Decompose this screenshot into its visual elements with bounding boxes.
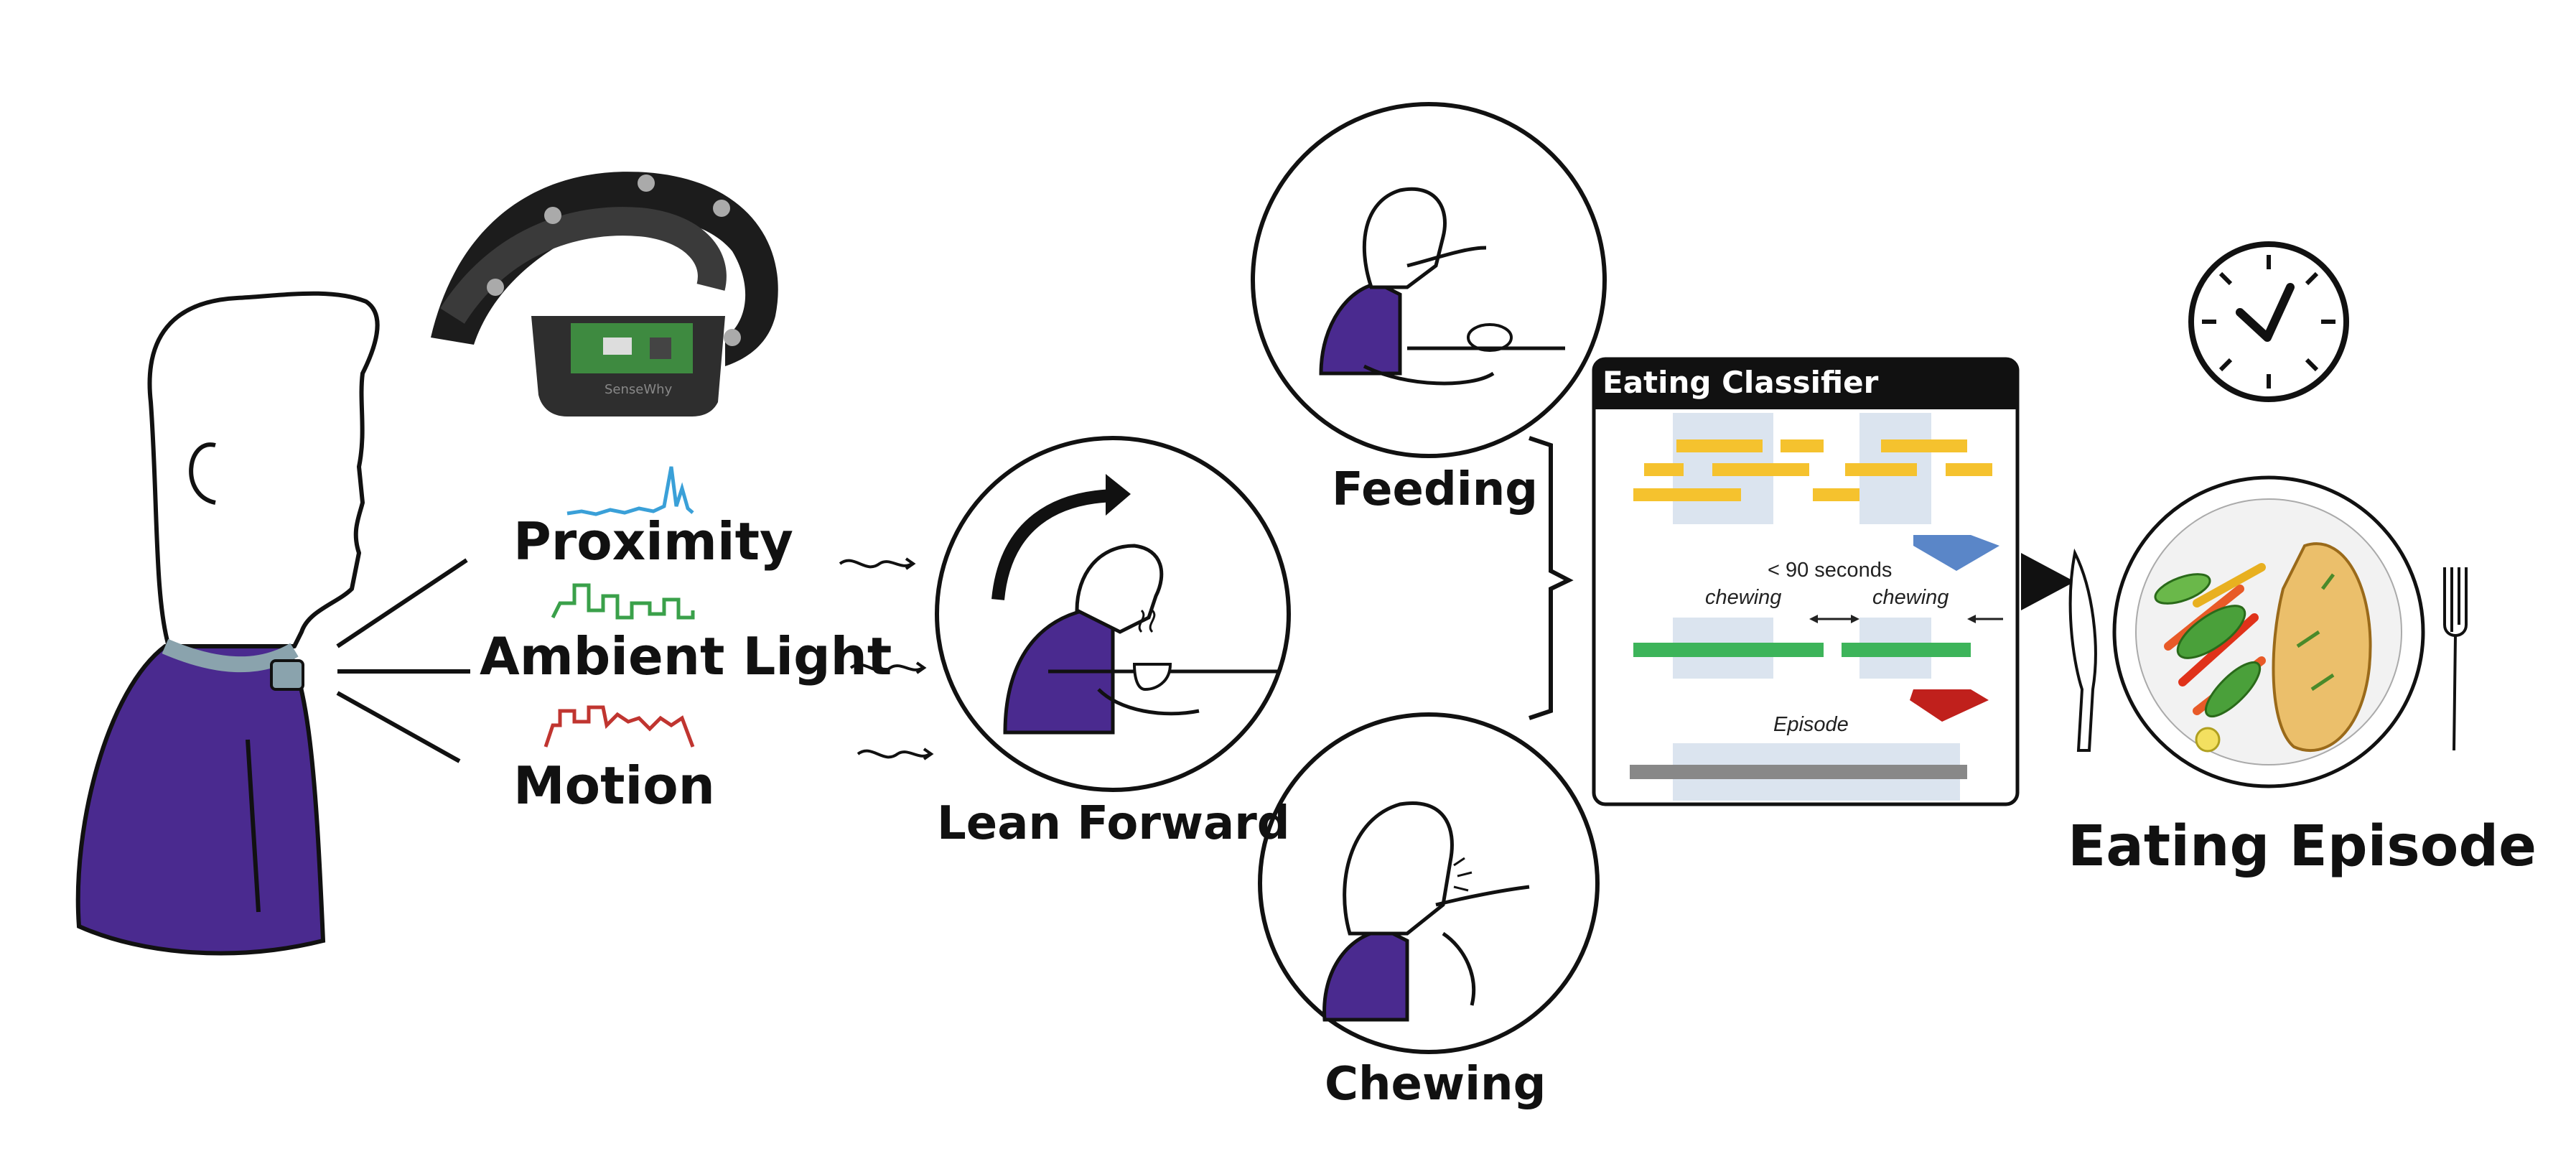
clock-icon [2188, 241, 2349, 402]
merge-bracket [1529, 436, 1574, 720]
chewing-bar [1633, 643, 1824, 657]
eating-episode-label: Eating Episode [2068, 814, 2537, 879]
chewing-window-label: chewing [1872, 586, 1949, 609]
chewing-window-label: chewing [1705, 586, 1782, 609]
plate-with-food-icon [2068, 475, 2468, 788]
feeding-label: Feeding [1332, 463, 1539, 516]
motion-signal-icon [543, 705, 695, 748]
ambient-light-label: Ambient Light [480, 626, 892, 686]
chewing-illustration [1258, 712, 1600, 1054]
lean-forward-label: Lean Forward [937, 797, 1290, 850]
person-wearing-necklace [75, 291, 380, 956]
chewing-bar [1842, 643, 1971, 657]
gap-threshold-label: < 90 seconds [1768, 559, 1893, 582]
proximity-label: Proximity [513, 511, 793, 572]
down-arrow-icon [1910, 689, 1989, 722]
output-arrow-icon [2021, 553, 2075, 610]
necklace-device-photo: SenseWhy [431, 172, 778, 416]
proximity-signal-icon [566, 466, 694, 516]
sensor-connector-lines [336, 558, 470, 763]
motion-label: Motion [513, 755, 715, 816]
feeding-illustration [1251, 102, 1607, 458]
classifier-title: Eating Classifier [1602, 365, 1879, 400]
flow-tilde-arrows [839, 557, 934, 760]
chewing-label: Chewing [1325, 1058, 1546, 1111]
episode-bar [1630, 765, 1967, 779]
feature-bars [1633, 439, 1992, 501]
lean-forward-illustration [935, 436, 1291, 792]
eating-classifier-panel [1592, 357, 2020, 806]
down-arrow-icon [1913, 535, 1999, 571]
episode-window-label: Episode [1773, 713, 1849, 736]
ambient-light-signal-icon [551, 583, 695, 620]
device-logo-text: SenseWhy [605, 382, 673, 397]
